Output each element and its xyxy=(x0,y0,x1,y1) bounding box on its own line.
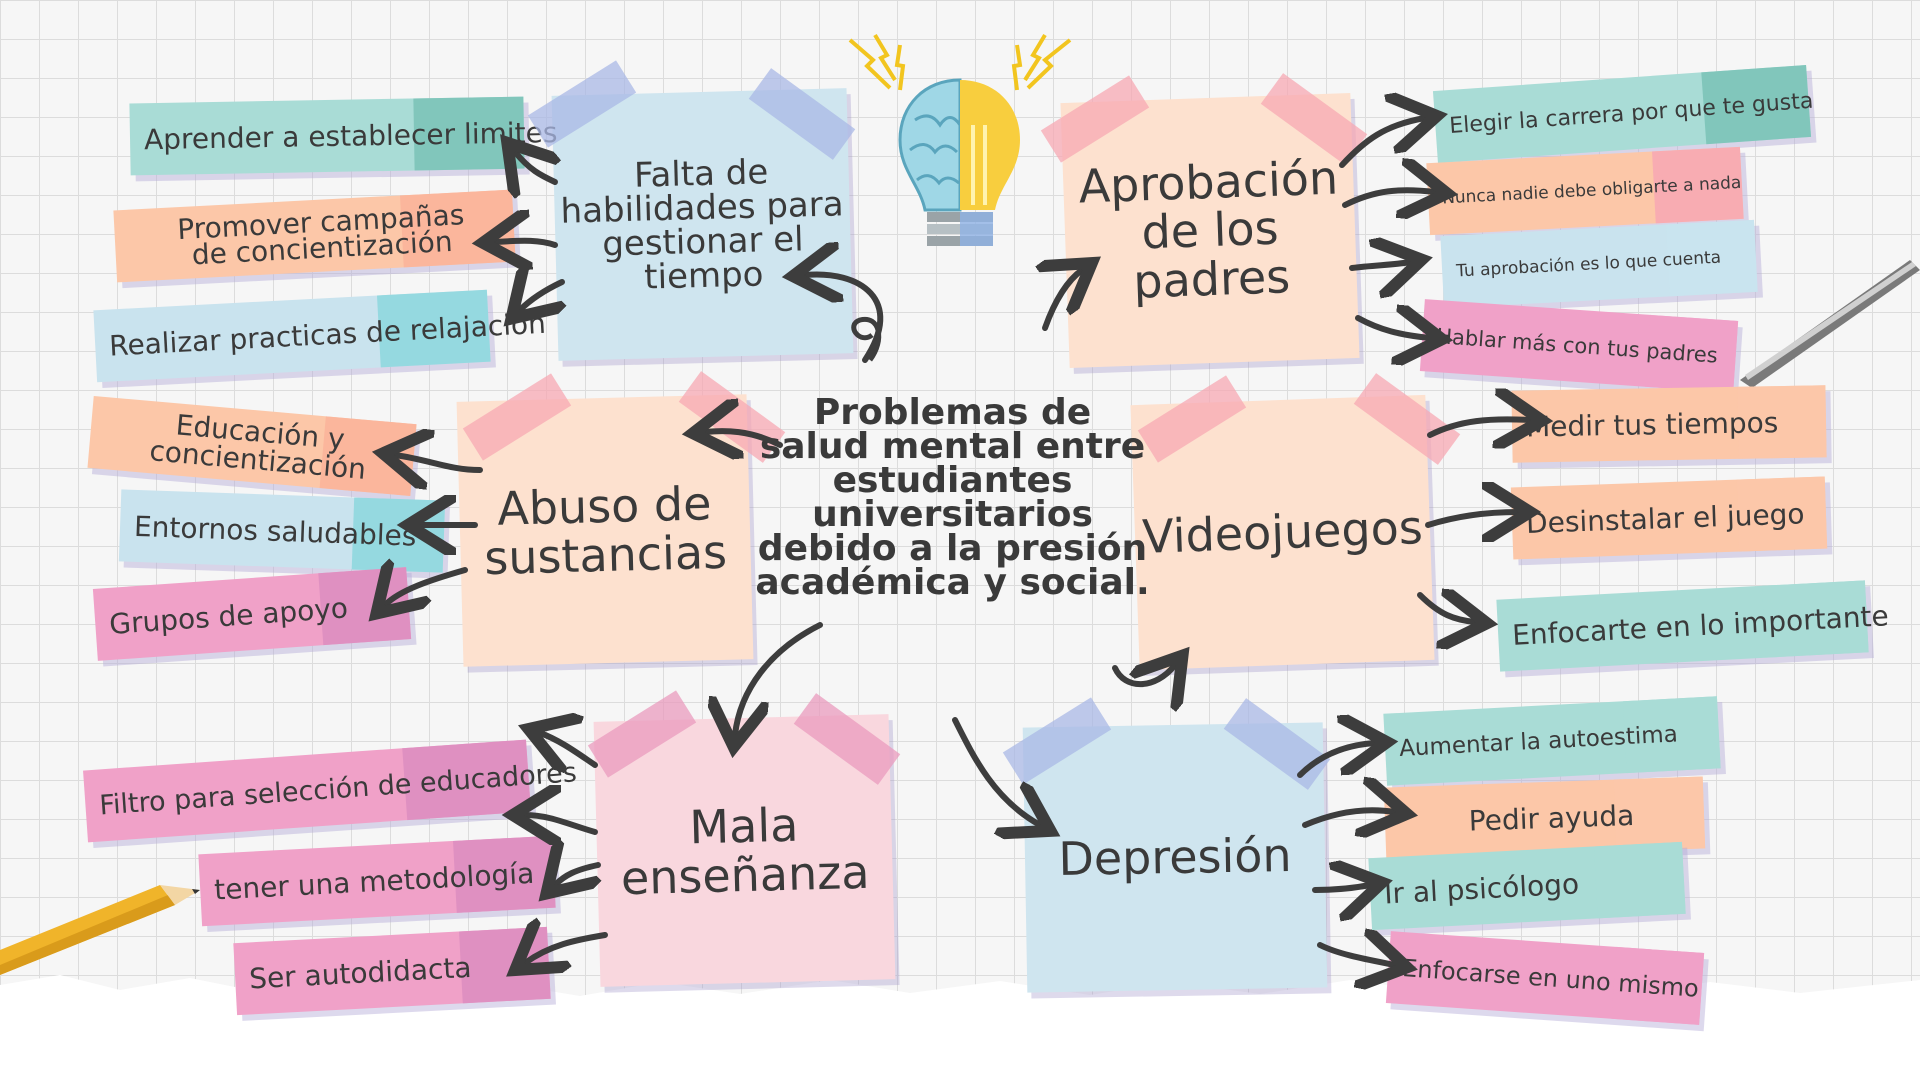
branch-metodologia: tener una metodología xyxy=(198,835,556,927)
central-title: Problemas de salud mental entre estudian… xyxy=(755,392,1150,603)
branch-medir-tiempos: Medir tus tiempos xyxy=(1511,385,1827,463)
branch-autodidacta: Ser autodidacta xyxy=(233,926,551,1016)
note-label: Depresión xyxy=(1057,828,1293,887)
note-label: Falta de habilidades para gestionar el t… xyxy=(560,151,845,298)
branch-campanas: Promover campañas de concientización xyxy=(113,189,516,283)
branch-tu-aprobacion: Tu aprobación es lo que cuenta xyxy=(1440,219,1758,309)
branch-entornos: Entornos saludables xyxy=(118,489,446,573)
branch-grupos-apoyo: Grupos de apoyo xyxy=(92,567,412,661)
branch-hablar-padres: Hablar más con tus padres xyxy=(1419,299,1739,393)
branch-filtro: Filtro para selección de educadores xyxy=(83,739,578,843)
note-label: Mala enseñanza xyxy=(620,797,871,905)
branch-psicologo: Ir al psicólogo xyxy=(1368,841,1686,931)
lightbulb-brain-icon xyxy=(848,33,1072,246)
note-label: Aprobación de los padres xyxy=(1077,150,1339,309)
branch-enfocarte: Enfocarte en lo importante xyxy=(1496,580,1889,672)
branch-enfocarse: Enfocarse en uno mismo xyxy=(1385,931,1705,1025)
branch-educacion: Educación y concientización xyxy=(87,396,417,496)
branch-aprender-limites: Aprender a establecer limites xyxy=(129,96,558,176)
branch-elegir-carrera: Elegir la carrera por que te gusta xyxy=(1432,65,1814,163)
pen-icon xyxy=(1740,260,1920,388)
branch-relajacion: Realizar practicas de relajación xyxy=(93,289,547,383)
branch-desinstalar: Desinstalar el juego xyxy=(1510,476,1828,560)
note-label: Videojuegos xyxy=(1141,500,1424,565)
note-label: Abuso de sustancias xyxy=(483,476,728,585)
branch-autoestima: Aumentar la autoestima xyxy=(1383,696,1721,786)
pencil-icon xyxy=(0,885,200,975)
